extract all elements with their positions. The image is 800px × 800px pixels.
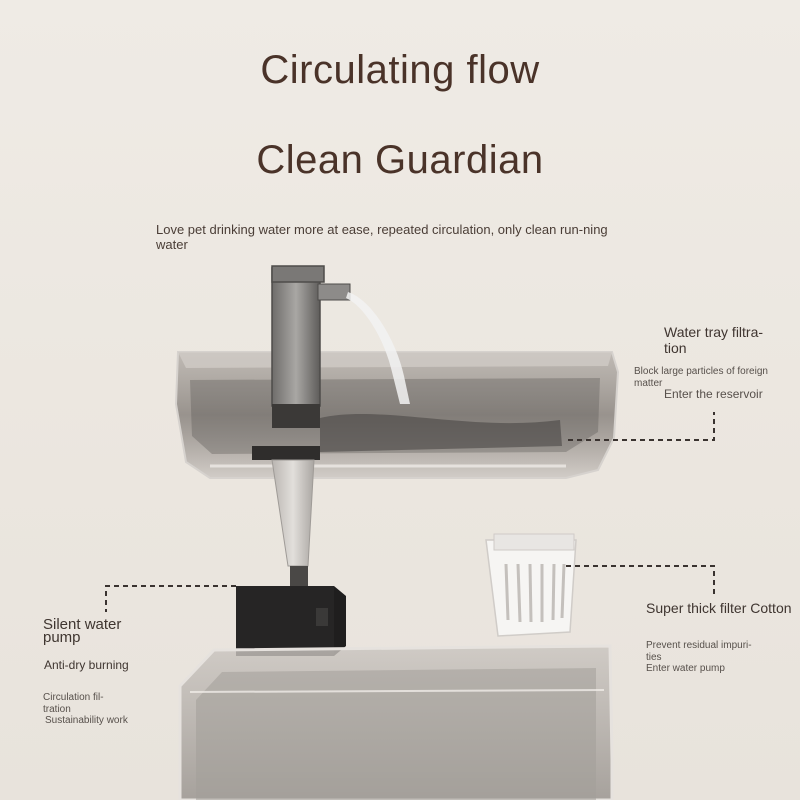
filter-cotton bbox=[486, 534, 576, 636]
reservoir-tank bbox=[180, 646, 612, 800]
filter-callout-desc-2: Enter water pump bbox=[646, 663, 766, 675]
pump-leader-line bbox=[106, 586, 236, 612]
pump-callout-desc-1: Anti-dry burning bbox=[44, 657, 164, 673]
pump-callout-desc-2: Circulation fil-tration bbox=[43, 692, 123, 716]
filter-leader-line bbox=[566, 566, 714, 594]
pump-callout-desc-3: Sustainability work bbox=[45, 715, 165, 727]
tray-callout-desc-2: Enter the reservoir bbox=[664, 388, 794, 400]
pump-callout-title: Silent water pump bbox=[43, 618, 153, 644]
filter-callout-desc-1: Prevent residual impuri-ties bbox=[646, 640, 766, 664]
water-pump bbox=[236, 586, 346, 656]
filter-callout-title: Super thick filter Cotton bbox=[646, 600, 796, 616]
tray-callout-title: Water tray filtra-tion bbox=[664, 324, 776, 356]
